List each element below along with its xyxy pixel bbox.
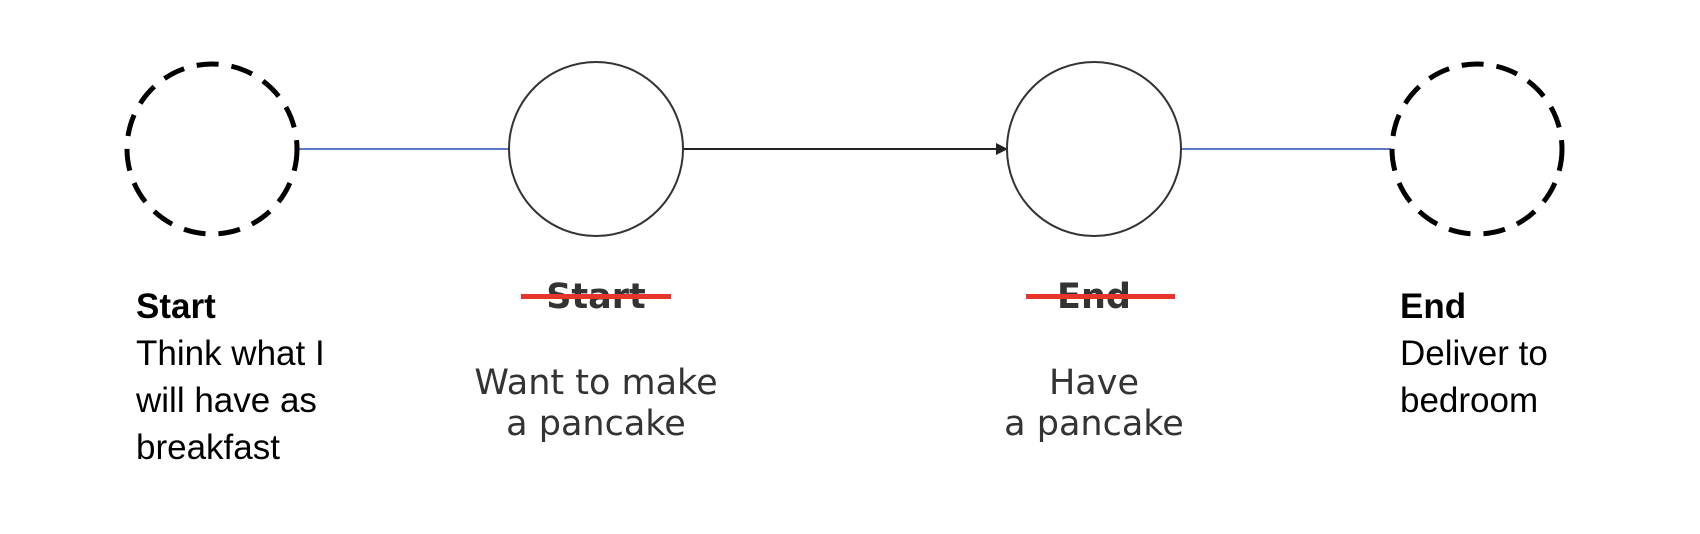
outer-start-title: Start bbox=[136, 287, 216, 326]
inner-end-strikethrough bbox=[1026, 294, 1175, 299]
outer-end-title: End bbox=[1400, 287, 1467, 326]
outer-end-node bbox=[1389, 61, 1565, 237]
outer-start-description: Think what I will have as breakfast bbox=[136, 334, 325, 467]
inner-end-node bbox=[1006, 61, 1182, 237]
outer-end-description: Deliver to bedroom bbox=[1400, 334, 1548, 420]
inner-start-node bbox=[508, 61, 684, 237]
inner-start-description: Want to make a pancake bbox=[474, 363, 718, 444]
inner-end-description: Have a pancake bbox=[1004, 363, 1184, 444]
outer-start-node bbox=[124, 61, 300, 237]
inner-start-strikethrough bbox=[521, 294, 671, 299]
